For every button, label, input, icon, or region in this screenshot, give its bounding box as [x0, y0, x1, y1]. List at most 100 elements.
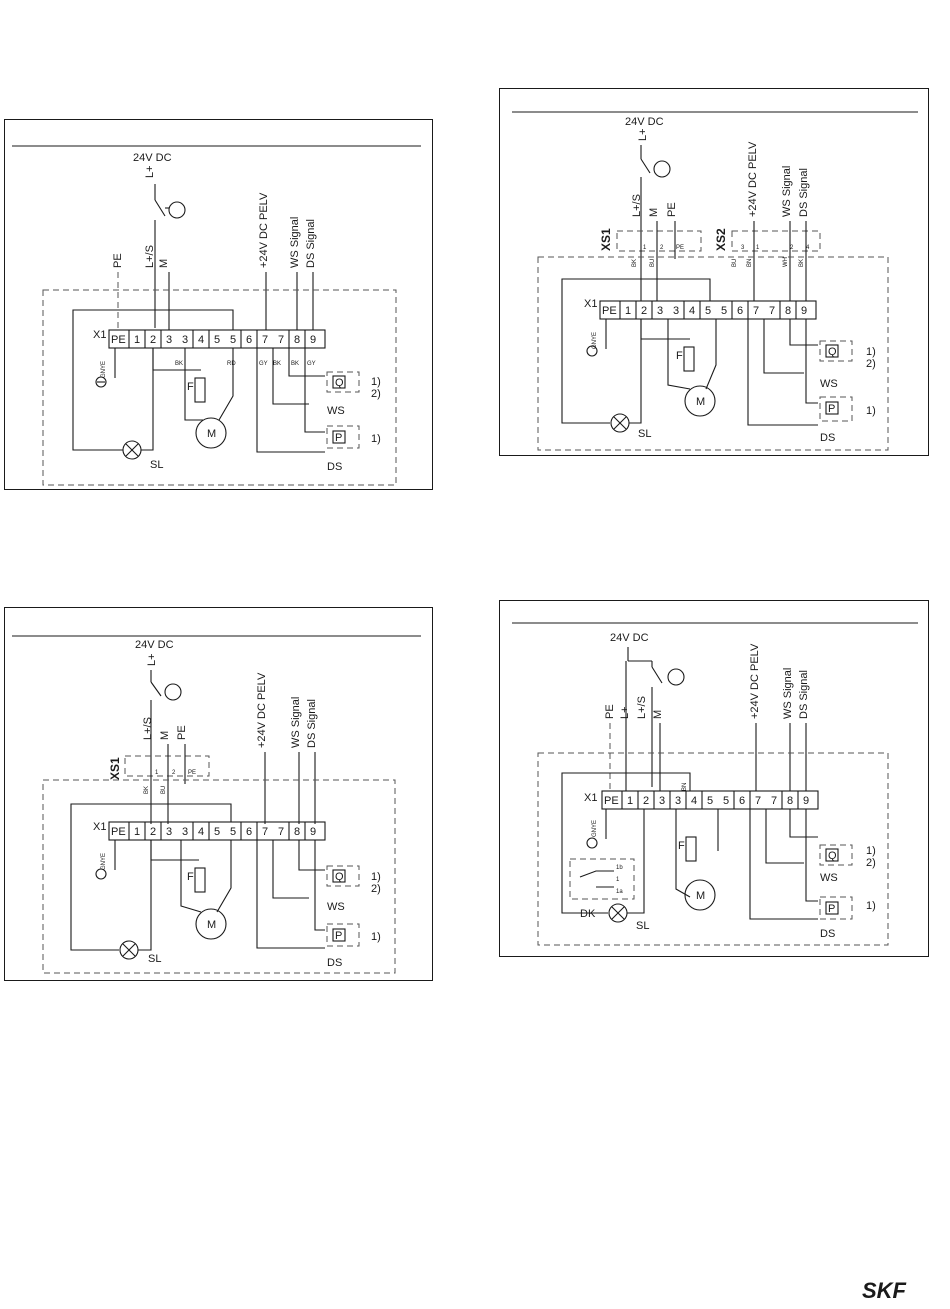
ds-signal-label: DS Signal	[798, 168, 810, 217]
wiring-diagram-panel-4: 24V DC PE L+ L+/S M +24V DC PELV WS Sign…	[499, 600, 929, 957]
wire-bu: BU	[650, 259, 656, 267]
terminal-9: 9	[310, 334, 316, 346]
f-label: F	[676, 350, 683, 362]
gnye-label: GNYE	[592, 332, 598, 349]
terminal-8: 8	[294, 826, 300, 838]
f-label: F	[187, 871, 194, 883]
ws-signal-label: WS Signal	[290, 697, 302, 748]
pe-label: PE	[604, 704, 616, 719]
terminal-7b: 7	[278, 334, 284, 346]
lplus-s-label: L+/S	[636, 696, 648, 719]
motor-label: M	[207, 428, 216, 440]
wire-wh: WH	[783, 257, 789, 267]
m-label: M	[158, 259, 170, 268]
p-label: P	[828, 403, 835, 415]
gnye-label: GNYE	[101, 853, 107, 870]
ds-signal-label: DS Signal	[305, 219, 317, 268]
ws-note1: 1)	[371, 376, 381, 388]
motor-label: M	[696, 396, 705, 408]
terminal-pe: PE	[111, 334, 126, 346]
terminal-3b: 3	[182, 826, 188, 838]
lplus-s-label: L+/S	[144, 245, 156, 268]
lplus-label: L+	[637, 128, 649, 141]
q-label: Q	[335, 377, 344, 389]
ds-signal-label: DS Signal	[306, 699, 318, 748]
q-label: Q	[335, 871, 344, 883]
xs2-pin1: 1	[756, 245, 760, 251]
supply-label: 24V DC	[610, 632, 649, 644]
ws-note1: 1)	[866, 346, 876, 358]
sl-label: SL	[638, 428, 651, 440]
supply-label: 24V DC	[625, 116, 664, 128]
terminal-5b: 5	[230, 826, 236, 838]
terminal-3a: 3	[657, 305, 663, 317]
q-label: Q	[828, 346, 837, 358]
xs1-label: XS1	[108, 757, 122, 780]
terminal-3a: 3	[166, 334, 172, 346]
wire-bk2: BK	[273, 361, 281, 367]
lplus-label: L+	[619, 706, 631, 719]
m-label: M	[159, 731, 171, 740]
wiring-diagram-panel-2: 24V DC L+ L+/S M PE +24V DC PELV WS Sign…	[499, 88, 929, 456]
terminal-2: 2	[150, 334, 156, 346]
terminal-7b: 7	[769, 305, 775, 317]
terminal-9: 9	[310, 826, 316, 838]
terminal-4: 4	[689, 305, 695, 317]
wire-rd: RD	[227, 361, 236, 367]
terminal-4: 4	[198, 826, 204, 838]
ws-signal-label: WS Signal	[289, 217, 301, 268]
terminal-2: 2	[150, 826, 156, 838]
terminal-4: 4	[691, 795, 697, 807]
dk-pin-1b: 1b	[616, 865, 623, 871]
ws-label: WS	[820, 872, 838, 884]
terminal-pe: PE	[602, 305, 617, 317]
ds-label: DS	[327, 957, 342, 969]
wire-bk: BK	[144, 786, 150, 794]
f-label: F	[678, 840, 685, 852]
skf-logo: SKF	[862, 1278, 907, 1302]
terminal-6: 6	[246, 826, 252, 838]
dk-pin-1: 1	[616, 877, 620, 883]
ds-label: DS	[820, 928, 835, 940]
terminal-5b: 5	[230, 334, 236, 346]
ds-note1: 1)	[866, 900, 876, 912]
terminal-7a: 7	[753, 305, 759, 317]
pelv-label: +24V DC PELV	[258, 192, 270, 268]
motor-label: M	[207, 919, 216, 931]
wire-bk: BK	[175, 361, 183, 367]
terminal-3b: 3	[182, 334, 188, 346]
terminal-pe: PE	[111, 826, 126, 838]
lplus-s-label: L+/S	[142, 717, 154, 740]
x1-label: X1	[584, 298, 597, 310]
wiring-diagram-3: 24V DC L+ L+/S M PE +24V DC PELV WS Sign…	[12, 635, 421, 974]
xs1-pin2: 2	[172, 770, 176, 776]
x1-label: X1	[93, 329, 106, 341]
supply-label: 24V DC	[133, 152, 172, 164]
terminal-9: 9	[801, 305, 807, 317]
terminal-8: 8	[785, 305, 791, 317]
terminal-6: 6	[739, 795, 745, 807]
dk-label: DK	[580, 908, 596, 920]
terminal-3b: 3	[673, 305, 679, 317]
lplus-label: L+	[144, 165, 156, 178]
xs1-pin-pe: PE	[676, 245, 684, 251]
motor-label: M	[696, 890, 705, 902]
terminal-3a: 3	[166, 826, 172, 838]
wire-bk3: BK	[291, 361, 299, 367]
wire-bu2: BU	[732, 259, 738, 267]
pelv-label: +24V DC PELV	[747, 141, 759, 217]
ws-note1: 1)	[371, 871, 381, 883]
ws-signal-label: WS Signal	[781, 166, 793, 217]
xs2-pin3: 3	[741, 245, 745, 251]
ds-note1: 1)	[371, 931, 381, 943]
xs1-label: XS1	[599, 228, 613, 251]
lplus-s-label: L+/S	[631, 194, 643, 217]
terminal-6: 6	[737, 305, 743, 317]
logo-text: SKF	[862, 1278, 907, 1302]
wire-bk: BK	[632, 259, 638, 267]
wire-bu: BU	[161, 786, 167, 794]
wiring-diagram-4: 24V DC PE L+ L+/S M +24V DC PELV WS Sign…	[512, 622, 918, 946]
wiring-diagram-2: 24V DC L+ L+/S M PE +24V DC PELV WS Sign…	[512, 111, 918, 451]
sl-label: SL	[150, 459, 163, 471]
xs1-pin2: 2	[660, 245, 664, 251]
